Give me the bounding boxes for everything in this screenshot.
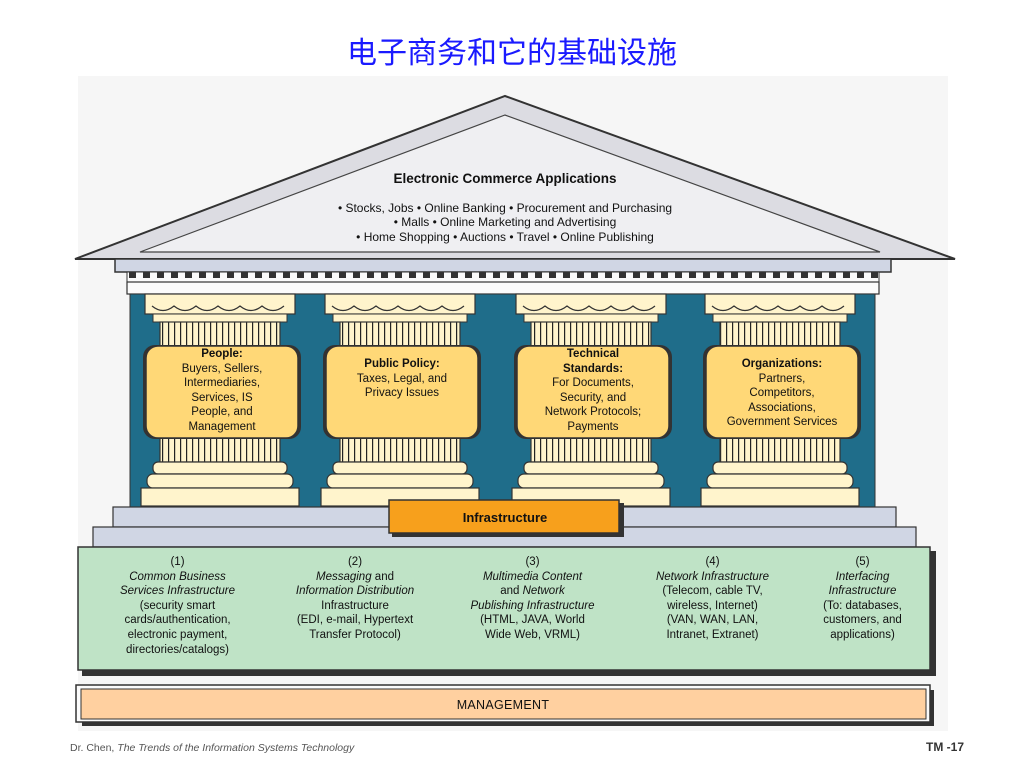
section-number: (1) bbox=[170, 556, 185, 568]
section-line: wireless, Internet) bbox=[667, 599, 758, 612]
section-title: Common Business bbox=[129, 570, 226, 583]
infra-section-5: (5) Interfacing Infrastructure (To: data… bbox=[800, 555, 925, 643]
pillar-line: People, and bbox=[191, 406, 253, 419]
section-line: Infrastructure bbox=[321, 599, 389, 612]
pillar-line: Intermediaries, bbox=[183, 377, 261, 390]
pillar-line: Buyers, Sellers, bbox=[181, 362, 263, 375]
applications-line-1: • Stocks, Jobs • Online Banking • Procur… bbox=[337, 201, 673, 215]
pillar-line: Privacy Issues bbox=[364, 387, 440, 400]
pillar-heading: Organizations: bbox=[741, 358, 823, 370]
section-line: (Telecom, cable TV, bbox=[662, 585, 763, 598]
section-title: Infrastructure bbox=[828, 585, 897, 598]
pillar-heading: Public Policy: bbox=[364, 358, 440, 370]
pillar-heading: Standards: bbox=[562, 362, 624, 375]
infra-section-2: (2) Messaging and Information Distributi… bbox=[270, 555, 440, 643]
infrastructure-button bbox=[388, 499, 620, 534]
infra-section-4: (4) Network Infrastructure (Telecom, cab… bbox=[630, 555, 795, 643]
section-line: Wide Web, VRML) bbox=[484, 628, 580, 641]
section-line: customers, and bbox=[823, 614, 902, 627]
pillar-line: Partners, bbox=[758, 372, 806, 385]
pillar-line: Network Protocols; bbox=[544, 406, 642, 419]
section-line: (EDI, e-mail, Hypertext bbox=[296, 614, 414, 627]
infra-section-1: (1) Common Business Services Infrastruct… bbox=[95, 555, 260, 657]
section-title: Information Distribution bbox=[295, 585, 415, 598]
pillar-line: Government Services bbox=[726, 416, 838, 429]
applications-line-3: • Home Shopping • Auctions • Travel • On… bbox=[356, 230, 654, 244]
pillar-line: Taxes, Legal, and bbox=[356, 372, 448, 385]
footer-citation: Dr. Chen, The Trends of the Information … bbox=[70, 742, 354, 754]
section-line: (VAN, WAN, LAN, bbox=[666, 614, 759, 627]
roof-inner bbox=[139, 114, 881, 253]
section-number: (3) bbox=[525, 556, 540, 568]
section-title-suffix: and bbox=[371, 570, 394, 583]
dentil-band bbox=[126, 271, 880, 283]
pillar-line: Associations, bbox=[748, 401, 816, 414]
section-line: (security smart bbox=[139, 599, 216, 612]
cornice bbox=[114, 258, 892, 273]
section-number: (4) bbox=[705, 556, 720, 568]
pillar-public-policy-text: Public Policy: Taxes, Legal, and Privacy… bbox=[326, 357, 478, 401]
pillar-2 bbox=[320, 293, 481, 507]
section-title: Network bbox=[522, 585, 565, 598]
management-band bbox=[80, 688, 927, 720]
section-title: Services Infrastructure bbox=[119, 585, 236, 598]
pillar-line: Payments bbox=[567, 420, 619, 433]
applications-title: Electronic Commerce Applications bbox=[393, 171, 617, 186]
pillar-1 bbox=[140, 293, 301, 507]
section-line: electronic payment, bbox=[127, 628, 228, 641]
management-label: MANAGEMENT bbox=[456, 698, 550, 712]
section-line: applications) bbox=[830, 628, 895, 641]
footer-source: The Trends of the Information Systems Te… bbox=[117, 742, 355, 754]
section-and-word: and bbox=[500, 585, 523, 598]
section-line: (HTML, JAVA, World bbox=[480, 614, 585, 627]
pillar-4 bbox=[700, 293, 861, 507]
section-title: Multimedia Content bbox=[482, 570, 583, 583]
pillar-heading: People: bbox=[201, 348, 243, 360]
section-title: Network Infrastructure bbox=[655, 570, 770, 583]
section-line: Intranet, Extranet) bbox=[666, 628, 759, 641]
section-title: Interfacing bbox=[835, 570, 890, 583]
pillar-line: Services, IS bbox=[191, 391, 253, 404]
section-line: cards/authentication, bbox=[124, 614, 231, 627]
pillar-heading: Technical bbox=[566, 348, 620, 360]
pillar-line: Security, and bbox=[559, 391, 627, 404]
pillar-line: Management bbox=[188, 420, 256, 433]
page-title: 电子商务和它的基础设施 bbox=[347, 36, 677, 71]
section-number: (2) bbox=[347, 556, 363, 568]
pillar-technical-standards-text: Technical Standards: For Documents, Secu… bbox=[517, 347, 669, 435]
pillar-people-text: People: Buyers, Sellers, Intermediaries,… bbox=[146, 347, 298, 435]
section-title: Messaging bbox=[315, 570, 372, 583]
section-line: Transfer Protocol) bbox=[309, 628, 401, 641]
applications-line-2: • Malls • Online Marketing and Advertisi… bbox=[393, 215, 617, 229]
section-line: directories/catalogs) bbox=[126, 643, 229, 656]
footer-author: Dr. Chen, bbox=[70, 742, 118, 754]
infra-section-3: (3) Multimedia Content and Network Publi… bbox=[450, 555, 615, 643]
infrastructure-label: Infrastructure bbox=[462, 510, 548, 525]
section-number: (5) bbox=[855, 556, 870, 568]
page-number: TM -17 bbox=[925, 740, 964, 754]
pillar-3 bbox=[511, 293, 672, 507]
section-line: (To: databases, bbox=[823, 599, 902, 612]
infrastructure-band bbox=[77, 546, 931, 671]
pillar-line: Competitors, bbox=[749, 387, 815, 400]
pillar-line: For Documents, bbox=[552, 377, 634, 390]
section-title: Publishing Infrastructure bbox=[470, 599, 595, 612]
pillar-organizations-text: Organizations: Partners, Competitors, As… bbox=[706, 357, 858, 430]
architrave bbox=[126, 281, 880, 295]
